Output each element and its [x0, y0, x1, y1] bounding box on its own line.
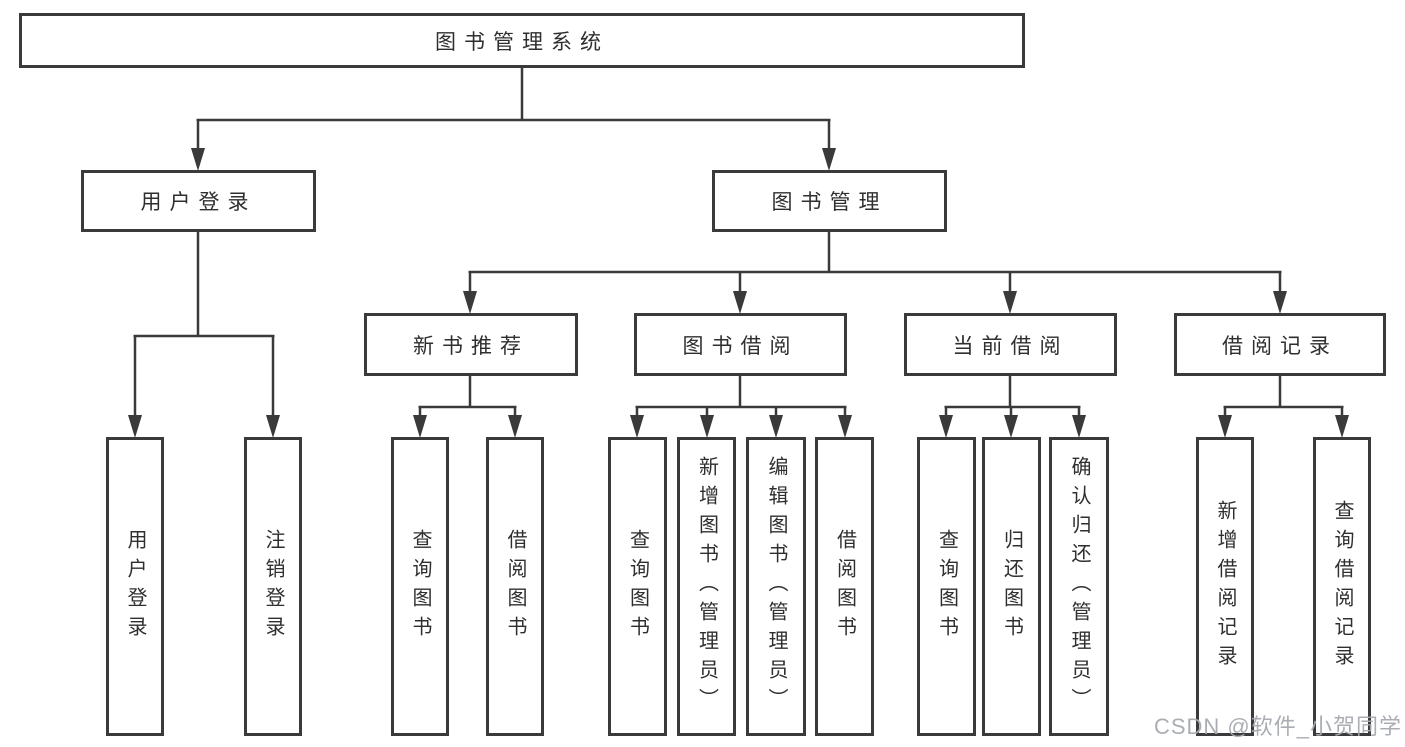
csdn-watermark: CSDN @软件_小贺同学: [1153, 714, 1402, 739]
leaf-records-query-record: 查询借阅记录: [1313, 437, 1371, 736]
leaf-user-login: 用户登录: [106, 437, 164, 736]
leaf-borrowing-add-books-admin: 新增图书（管理员）: [677, 437, 736, 736]
leaf-borrowing-edit-books-admin: 编辑图书（管理员）: [746, 437, 806, 736]
node-book-borrowing: 图书借阅: [634, 313, 847, 376]
node-user-login: 用户登录: [81, 170, 316, 232]
node-current-borrowing: 当前借阅: [904, 313, 1117, 376]
node-library-management-system: 图书管理系统: [19, 13, 1025, 68]
leaf-records-add-record: 新增借阅记录: [1196, 437, 1254, 736]
node-borrowing-records: 借阅记录: [1174, 313, 1386, 376]
leaf-current-query-books: 查询图书: [917, 437, 976, 736]
leaf-recommend-query-books: 查询图书: [391, 437, 449, 736]
leaf-borrowing-borrow-books: 借阅图书: [815, 437, 874, 736]
leaf-recommend-borrow-books: 借阅图书: [486, 437, 544, 736]
leaf-current-confirm-return-admin: 确认归还（管理员）: [1049, 437, 1109, 736]
leaf-logout: 注销登录: [244, 437, 302, 736]
leaf-current-return-books: 归还图书: [982, 437, 1041, 736]
node-book-management: 图书管理: [712, 170, 947, 232]
node-new-book-recommend: 新书推荐: [364, 313, 578, 376]
leaf-borrowing-query-books: 查询图书: [608, 437, 667, 736]
